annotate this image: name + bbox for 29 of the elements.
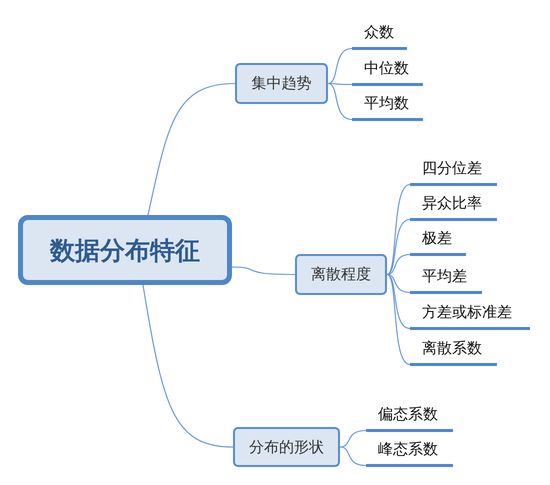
root-topic-box: 数据分布特征 (18, 215, 232, 285)
connector-line (328, 48, 352, 84)
connector-line (142, 284, 234, 448)
connector-line (386, 274, 410, 330)
connector-line (328, 82, 352, 120)
subtopic-label: 中位数 (352, 55, 423, 86)
subtopic-label: 离散系数 (410, 335, 497, 366)
subtopic-label: 极差 (410, 225, 466, 256)
subtopic-label: 异众比率 (410, 190, 497, 221)
subtopic-label: 平均差 (410, 263, 482, 294)
connector-line (147, 82, 236, 216)
connector-line (232, 266, 295, 276)
connector-line (386, 218, 410, 275)
subtopic-label: 四分位差 (410, 155, 497, 186)
connector-line (328, 82, 352, 86)
subtopic-label: 偏态系数 (366, 401, 453, 432)
topic-box: 离散程度 (295, 254, 387, 295)
connector-line (386, 274, 410, 294)
subtopic-label: 方差或标准差 (410, 299, 530, 330)
topic-box: 分布的形状 (233, 427, 340, 467)
subtopic-label: 峰态系数 (366, 436, 453, 467)
connector-line (340, 446, 366, 466)
subtopic-label: 众数 (352, 19, 407, 50)
topic-box: 集中趋势 (235, 63, 328, 104)
subtopic-label: 平均数 (352, 90, 423, 121)
connector-line (340, 430, 366, 448)
connector-line (386, 274, 410, 365)
connector-line (386, 184, 410, 275)
connector-line (386, 254, 410, 276)
